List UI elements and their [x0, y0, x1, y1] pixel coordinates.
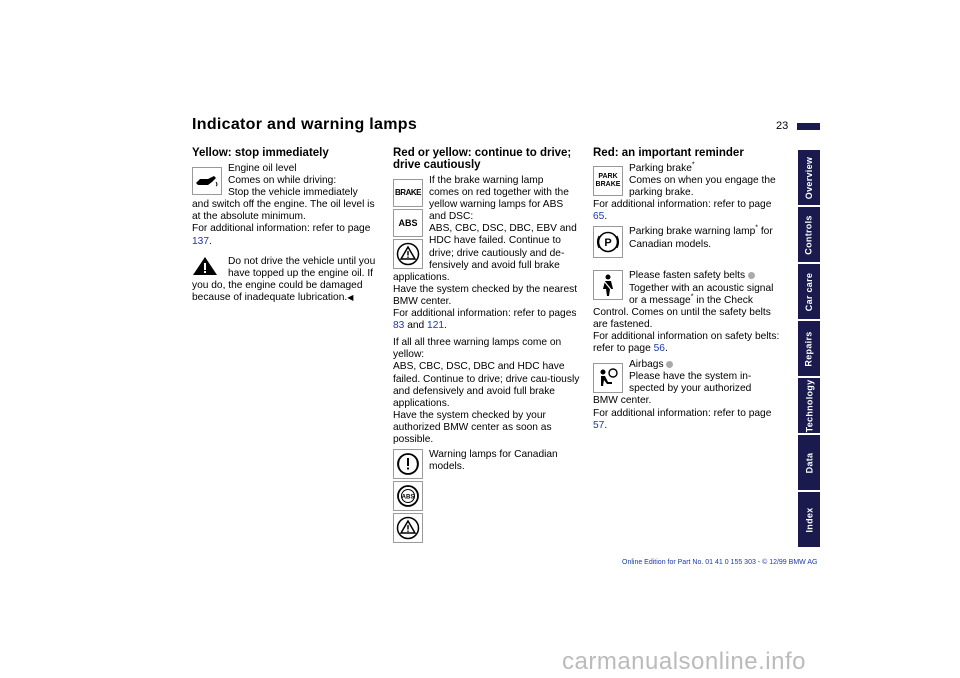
brake-line-4: and DSC: — [429, 211, 474, 223]
tab-controls[interactable]: Controls — [798, 207, 820, 262]
footer-edition: Online Edition for Part No. 01 41 0 155 … — [622, 559, 818, 566]
belt-line-3: or a message* in the Check — [629, 293, 753, 306]
link-page-57[interactable]: 57 — [593, 419, 605, 431]
airbag-icon — [593, 363, 623, 394]
airbag-block: Airbags Please have the system in- spect… — [593, 359, 788, 395]
airbag-body: BMW center. — [593, 395, 652, 407]
belt-line-1: Please fasten safety belts — [629, 270, 773, 282]
page-number: 23 — [776, 120, 789, 132]
all-three-para: If all all three warning lamps come on y… — [393, 337, 562, 361]
park-line-3: parking brake. — [629, 187, 694, 199]
tab-repairs[interactable]: Repairs — [798, 321, 820, 376]
parking-brake-block: PARK BRAKE Parking brake* Comes on when … — [593, 161, 788, 199]
brake-body-1: applications. — [393, 271, 450, 283]
brake-line-1: If the brake warning lamp — [429, 175, 544, 186]
tab-car-care[interactable]: Car care — [798, 264, 820, 319]
link-page-56[interactable]: 56 — [653, 343, 665, 355]
link-page-121[interactable]: 121 — [427, 320, 445, 332]
link-page-65[interactable]: 65 — [593, 211, 605, 223]
watermark: carmanualsonline.info — [562, 648, 806, 675]
tab-index[interactable]: Index — [798, 492, 820, 547]
brake-abs-block: BRAKE ABS If the brake warning lamp come… — [393, 175, 588, 272]
all-three-check: Have the system checked by your authoriz… — [393, 409, 552, 445]
warn-line-2: have topped up the engine oil. If — [228, 267, 374, 279]
abs-icon: ABS — [393, 209, 423, 237]
warning-block: Do not drive the vehicle until you have … — [192, 256, 380, 280]
oil-info: For additional information: refer to pag… — [192, 223, 371, 247]
warn-line-1: Do not drive the vehicle until you — [228, 255, 376, 267]
canada-block: ABS Warning lamps for Canadian models. — [393, 449, 588, 544]
abs-circle-icon: ABS — [393, 481, 423, 512]
svg-text:ABS: ABS — [402, 495, 415, 501]
p-lamp-line-2: Canadian models. — [629, 238, 712, 250]
oil-line-3: Stop the vehicle immediately — [228, 187, 358, 199]
canada-line-1: Warning lamps for Canadian — [429, 449, 558, 461]
parking-p-icon: P — [593, 226, 623, 259]
park-brake-icon: PARK BRAKE — [593, 166, 623, 196]
seatbelt-icon — [593, 270, 623, 301]
brake-line-6: HDC have failed. Continue to — [429, 235, 561, 247]
belt-body: Control. Comes on until the safety belts… — [593, 306, 771, 330]
page-title: Indicator and warning lamps — [192, 116, 418, 133]
park-line-1: Parking brake* — [629, 161, 695, 174]
svg-text:P: P — [604, 237, 611, 249]
canada-line-2: models. — [429, 461, 465, 473]
status-dot-icon — [747, 272, 755, 280]
oil-line-1: Engine oil level — [228, 163, 297, 174]
oil-block: Engine oil level Comes on while driving:… — [192, 163, 380, 199]
p-lamp-line-1: Parking brake warning lamp* for — [629, 225, 773, 238]
park-line-2: Comes on when you engage the — [629, 175, 776, 187]
page-number-bar — [797, 123, 820, 130]
heading-continue-drive: Red or yellow: continue to drive; drive … — [393, 147, 572, 171]
heading-yellow-stop: Yellow: stop immediately — [192, 147, 329, 159]
brake-line-8: fensively and avoid full brake — [429, 259, 560, 271]
brake-line-2: comes on red together with the — [429, 187, 569, 199]
warning-triangle-icon — [192, 256, 222, 278]
brake-line-5: ABS, CBC, DSC, DBC, EBV and — [429, 223, 577, 235]
brake-body-2: Have the system checked by the nearest B… — [393, 283, 578, 307]
seatbelt-block: Please fasten safety belts Together with… — [593, 270, 788, 306]
status-dot-icon — [666, 360, 674, 368]
triangle-circle-icon — [393, 513, 423, 544]
tab-data[interactable]: Data — [798, 435, 820, 490]
link-page-83[interactable]: 83 — [393, 320, 405, 332]
warn-body: you do, the engine could be damaged beca… — [192, 279, 363, 303]
airbag-line-1: Airbags — [629, 359, 751, 371]
right-column: Red: an important reminder PARK BRAKE Pa… — [593, 147, 788, 432]
left-column: Yellow: stop immediately Engine oil leve… — [192, 147, 380, 304]
airbag-info: For additional information: refer to pag… — [593, 407, 772, 431]
warning-triangle-circle-icon — [393, 239, 423, 269]
brake-info: For additional information: refer to pag… — [393, 308, 577, 332]
oil-line-2: Comes on while driving: — [228, 175, 337, 187]
section-tabs: Overview Controls Car care Repairs Techn… — [798, 150, 820, 549]
brake-line-7: drive; drive cautiously and de- — [429, 247, 565, 259]
end-mark: ◀ — [347, 292, 354, 302]
park-info: For additional information: refer to pag… — [593, 199, 772, 223]
airbag-line-2: Please have the system in- — [629, 371, 752, 383]
brake-line-3: yellow warning lamps for ABS — [429, 199, 564, 211]
exclamation-circle-icon — [393, 449, 423, 480]
brake-icon: BRAKE — [393, 179, 423, 207]
oil-body: and switch off the engine. The oil level… — [192, 199, 375, 223]
belt-info: For additional information on safety bel… — [593, 330, 780, 355]
heading-red-reminder: Red: an important reminder — [593, 147, 744, 159]
airbag-line-3: spected by your authorized — [629, 383, 752, 395]
belt-line-2: Together with an acoustic signal — [629, 282, 774, 294]
engine-oil-icon — [192, 167, 222, 195]
p-lamp-block: P Parking brake warning lamp* for Canadi… — [593, 225, 788, 259]
tab-technology[interactable]: Technology — [798, 378, 820, 433]
middle-column: Red or yellow: continue to drive; drive … — [393, 147, 588, 544]
tab-overview[interactable]: Overview — [798, 150, 820, 205]
link-page-137[interactable]: 137 — [192, 235, 209, 247]
all-three-body: ABS, CBC, DSC, DBC and HDC have failed. … — [393, 361, 580, 409]
